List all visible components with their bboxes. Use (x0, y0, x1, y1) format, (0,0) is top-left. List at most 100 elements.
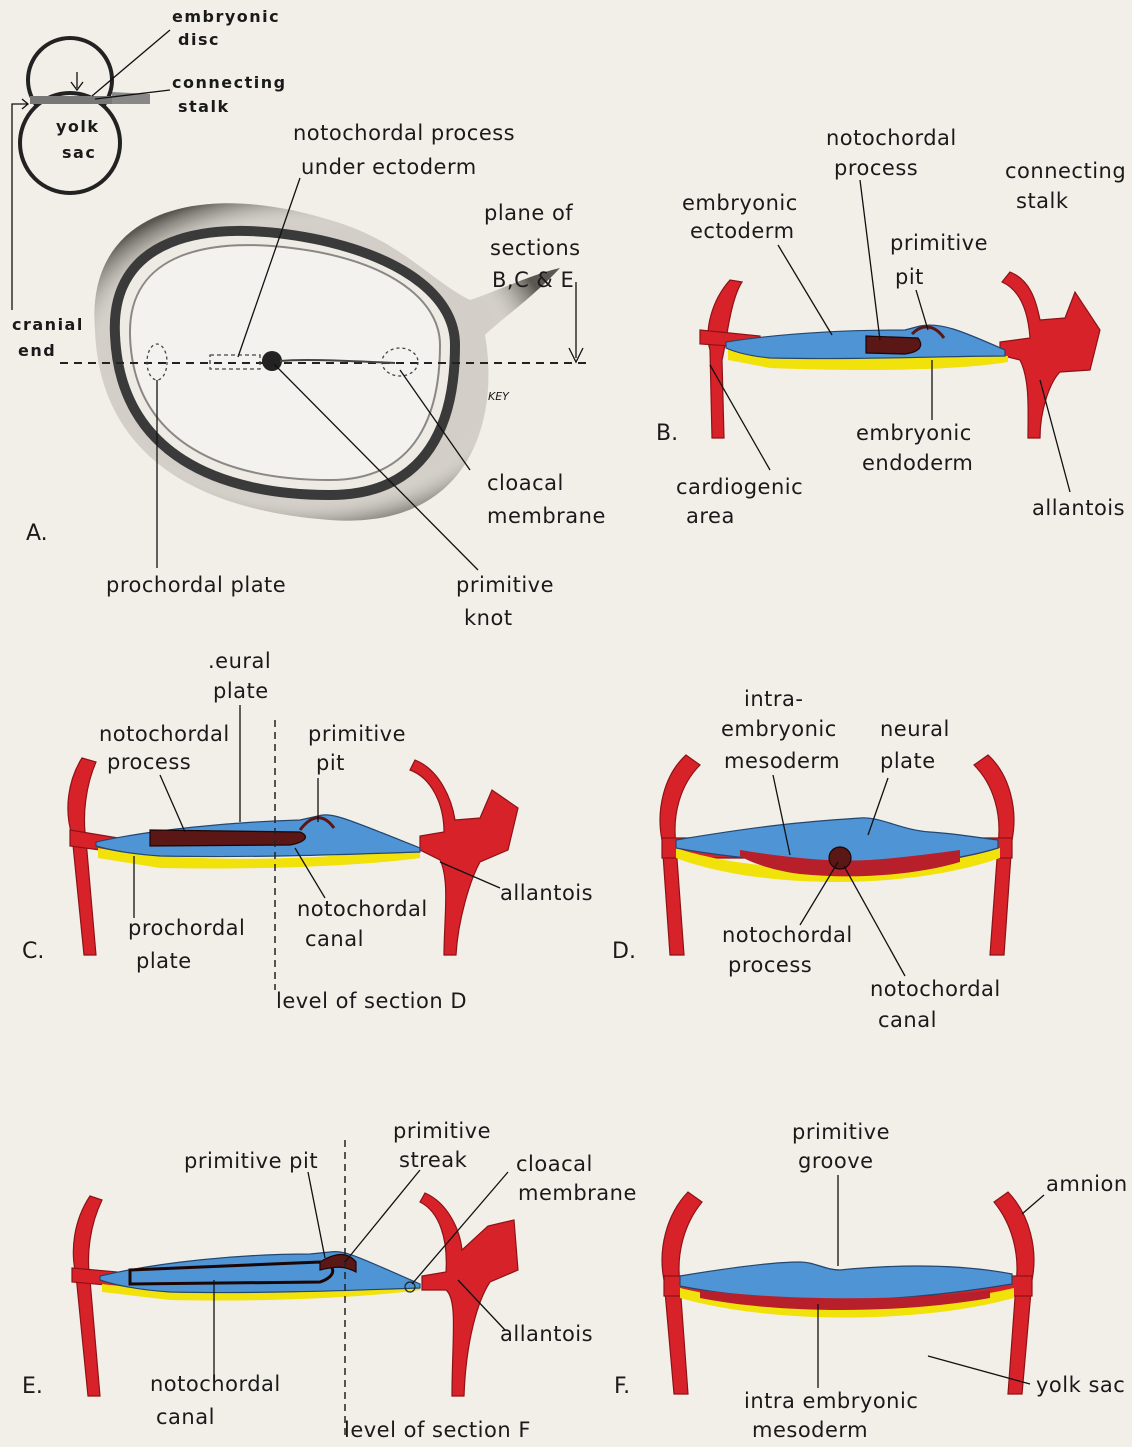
label-end: end (18, 341, 56, 360)
connecting-stalk-shape (112, 92, 150, 104)
panel-label-b: B. (656, 421, 678, 446)
label-plane-of: plane of (484, 201, 573, 225)
leader-primitive-pit-b (916, 290, 928, 330)
leader-amnion-f (1022, 1195, 1044, 1214)
label-stalk-b: stalk (1016, 189, 1069, 213)
label-notochordal-canal-d: notochordal (870, 977, 1001, 1001)
leader-notochordal-process-c (160, 775, 185, 832)
label-groove-f: groove (798, 1149, 874, 1173)
leader-primitive-streak-e (345, 1170, 420, 1262)
amnion-left-c (68, 758, 96, 955)
panel-a: embryonic disc connecting stalk yolk sac… (12, 7, 606, 630)
key-mark: KEY (488, 390, 510, 403)
label-yolk-sac-f: yolk sac (1036, 1373, 1125, 1397)
label-under-ectoderm: under ectoderm (301, 155, 477, 179)
notochord-c (150, 830, 305, 846)
notochord-d (829, 847, 851, 869)
view-arrow-icon (71, 72, 83, 90)
panel-label-f: F. (614, 1374, 630, 1399)
panel-e: primitive pit primitive streak cloacal m… (22, 1119, 637, 1442)
label-canal-c: canal (305, 927, 364, 951)
label-ectoderm-b: ectoderm (690, 219, 795, 243)
notochord-b (866, 336, 921, 354)
label-embryonic-endo-b: embryonic (856, 421, 972, 445)
label-primitive-b: primitive (890, 231, 988, 255)
label-primitive-pit-e: primitive pit (184, 1149, 318, 1173)
panel-c: .eural plate notochordal process primiti… (22, 649, 593, 1013)
label-primitive-e: primitive (393, 1119, 491, 1143)
label-allantois-c: allantois (500, 881, 593, 905)
panel-label-c: C. (22, 939, 44, 964)
label-neural-d: neural (880, 717, 950, 741)
embryonic-disc-shape (30, 96, 112, 104)
label-yolk: yolk (56, 117, 100, 136)
label-sac: sac (62, 143, 96, 162)
label-allantois-e: allantois (500, 1322, 593, 1346)
label-membrane-a: membrane (487, 504, 606, 528)
label-primitive-knot: primitive (456, 573, 554, 597)
panel-f: primitive groove amnion yolk sac F. intr… (614, 1120, 1128, 1442)
panel-label-a: A. (26, 521, 48, 546)
label-sections-bce: B,C & E (492, 268, 574, 292)
label-mesoderm-d: mesoderm (724, 749, 840, 773)
label-neural-c: .eural (208, 649, 271, 673)
label-primitive-f: primitive (792, 1120, 890, 1144)
label-notochordal-process-a: notochordal process (293, 121, 515, 145)
label-connecting-b: connecting (1005, 159, 1126, 183)
leader-embryonic-ectoderm-b (778, 245, 832, 335)
amnion-left-e (73, 1196, 102, 1396)
label-connecting: connecting (172, 73, 287, 92)
label-membrane-e: membrane (518, 1181, 637, 1205)
label-cloacal-a: cloacal (487, 471, 564, 495)
leader-embryonic-disc (92, 30, 170, 96)
connecting-stalk-shape-e (420, 1193, 518, 1396)
label-notochordal-canal-c: notochordal (297, 897, 428, 921)
primitive-knot-mark (262, 351, 282, 371)
ectoderm-e (100, 1252, 420, 1293)
label-process-d: process (728, 953, 812, 977)
panel-b: notochordal process connecting stalk emb… (656, 126, 1126, 528)
label-notochordal-c: notochordal (99, 722, 230, 746)
label-disc: disc (178, 30, 220, 49)
label-intraembryonic-f: intra embryonic (744, 1389, 918, 1413)
label-notochordal-e: notochordal (150, 1372, 281, 1396)
label-process-c: process (107, 750, 191, 774)
label-cloacal-e: cloacal (516, 1152, 593, 1176)
panel-label-e: E. (22, 1374, 43, 1399)
label-prochordal-c: prochordal (128, 916, 245, 940)
connecting-stalk-shape-b (1000, 272, 1100, 438)
label-allantois-b: allantois (1032, 496, 1125, 520)
label-area-b: area (686, 504, 735, 528)
label-plate-pc: plate (136, 949, 192, 973)
label-cardiogenic-b: cardiogenic (676, 475, 803, 499)
label-process-b: process (834, 156, 918, 180)
label-endoderm-b: endoderm (862, 451, 973, 475)
label-level-of-section-f: level of section F (344, 1418, 531, 1442)
label-pit-b: pit (895, 265, 924, 289)
label-pit-c: pit (316, 751, 345, 775)
label-primitive-c: primitive (308, 722, 406, 746)
label-intra-d: intra- (744, 687, 803, 711)
label-cranial: cranial (12, 315, 84, 334)
plane-arrow-icon (569, 282, 583, 362)
label-canal-e: canal (156, 1405, 215, 1429)
label-prochordal-plate-a: prochordal plate (106, 573, 286, 597)
label-sections: sections (490, 236, 581, 260)
label-canal-d: canal (878, 1008, 937, 1032)
label-stalk: stalk (178, 97, 230, 116)
label-level-of-section-d: level of section D (276, 989, 467, 1013)
inset-sketch: embryonic disc connecting stalk yolk sac (20, 7, 287, 193)
leader-allantois-b (1040, 380, 1070, 492)
label-notochordal-b: notochordal (826, 126, 957, 150)
label-amnion-f: amnion (1046, 1172, 1128, 1196)
leader-notochordal-canal-d (844, 866, 905, 976)
label-notochordal-d: notochordal (722, 923, 853, 947)
panel-d: intra- embryonic mesoderm neural plate n… (612, 687, 1014, 1032)
label-streak-e: streak (399, 1148, 468, 1172)
label-mesoderm-f: mesoderm (752, 1418, 868, 1442)
panel-label-d: D. (612, 939, 636, 964)
label-embryonic-d: embryonic (721, 717, 837, 741)
label-knot: knot (464, 606, 513, 630)
